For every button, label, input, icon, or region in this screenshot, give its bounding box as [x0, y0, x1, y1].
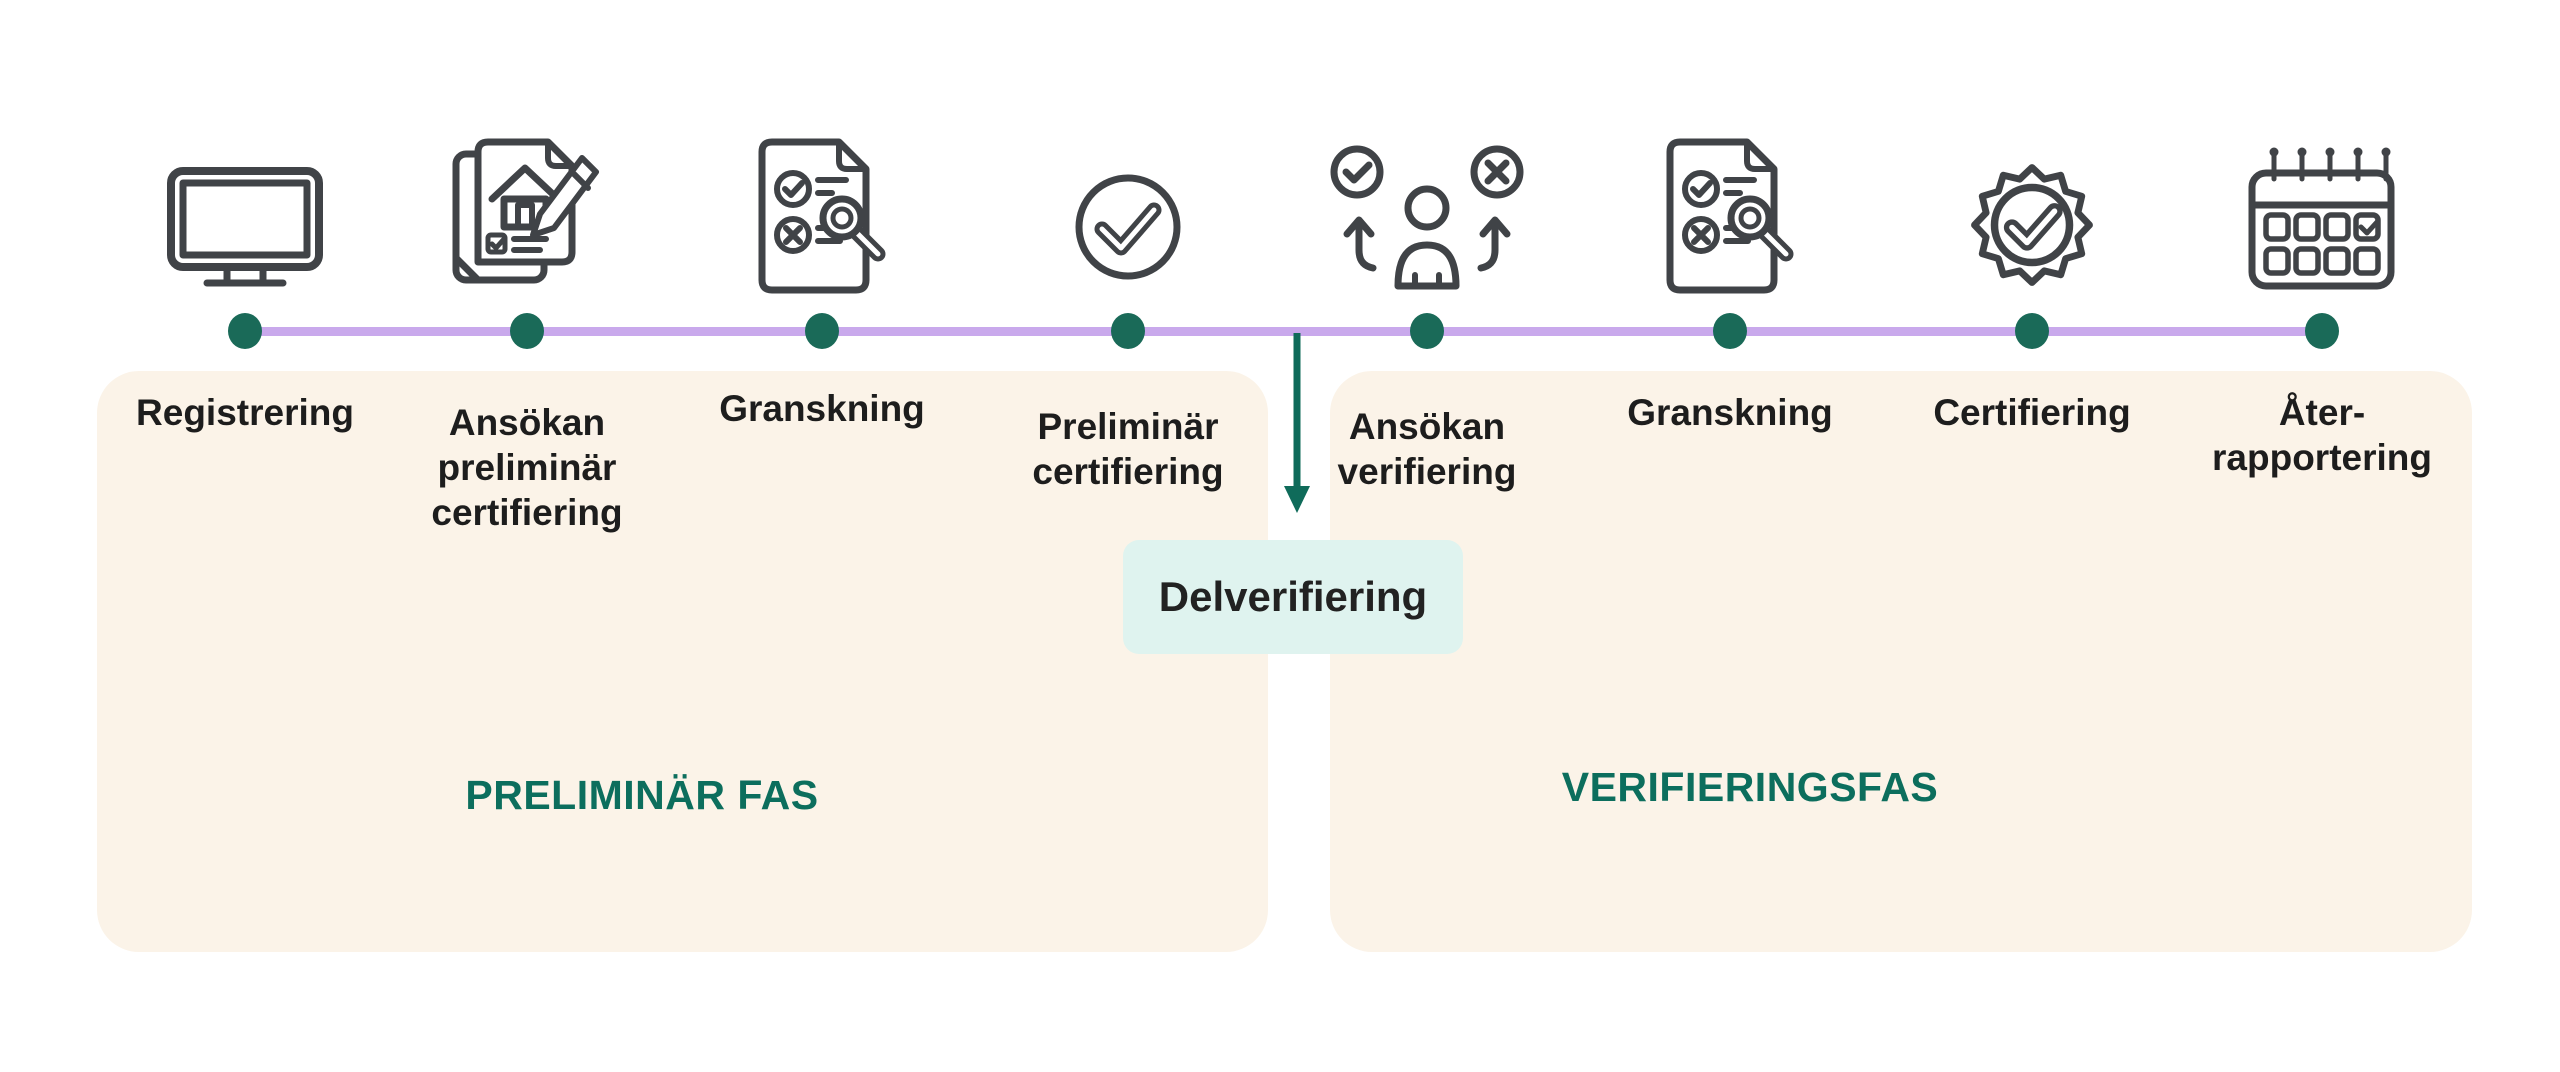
- step-label: Ansökan preliminär certifiering: [431, 402, 623, 533]
- verification-phase-box: [1330, 371, 2472, 952]
- timeline-dot: [228, 313, 262, 349]
- step-label: Certifiering: [1933, 392, 2131, 433]
- step-label: Ansökan verifiering: [1337, 406, 1517, 492]
- step-label: Preliminär certifiering: [1032, 406, 1224, 492]
- certificate-badge-icon: [1957, 150, 2107, 300]
- preliminary-phase-label: PRELIMINÄR FAS: [465, 772, 819, 818]
- step-label: Registrering: [136, 392, 354, 433]
- verification-phase-label: VERIFIERINGSFAS: [1561, 764, 1939, 810]
- timeline-dot: [1410, 313, 1444, 349]
- application-document-icon: [442, 136, 612, 296]
- document-review-icon: [742, 136, 902, 296]
- timeline-line: [245, 327, 2322, 336]
- timeline-dot: [2015, 313, 2049, 349]
- timeline-dot: [805, 313, 839, 349]
- step-label: Åter-rapportering: [2212, 392, 2432, 478]
- down-arrow-icon: [1284, 333, 1310, 513]
- monitor-icon: [165, 165, 325, 295]
- timeline-dot: [2305, 313, 2339, 349]
- document-review-icon: [1650, 136, 1810, 296]
- delverifiering-label: Delverifiering: [1158, 573, 1428, 620]
- timeline-dot: [1713, 313, 1747, 349]
- calendar-icon: [2244, 141, 2399, 296]
- check-circle-icon: [1073, 172, 1183, 282]
- step-label: Granskning: [1627, 392, 1833, 433]
- timeline-dot: [1111, 313, 1145, 349]
- delverifiering-callout: Delverifiering: [1123, 540, 1463, 654]
- person-decision-icon: [1327, 142, 1527, 292]
- preliminary-phase-box: [97, 371, 1268, 952]
- step-label: Granskning: [719, 388, 925, 429]
- timeline-dot: [510, 313, 544, 349]
